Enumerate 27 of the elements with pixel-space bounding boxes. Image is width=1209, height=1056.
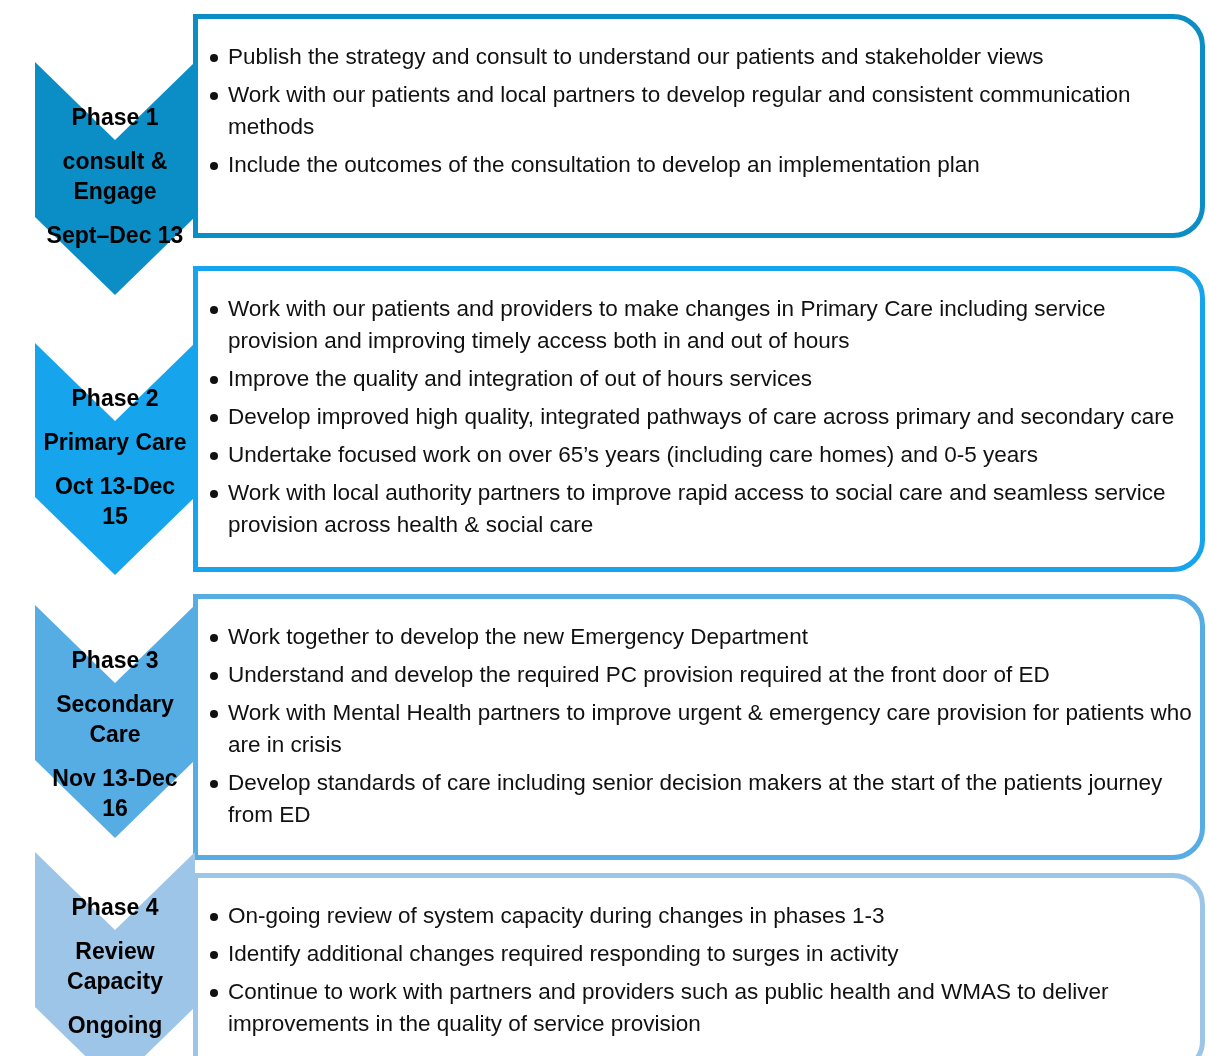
bullet-text: Work with our patients and providers to make changes in Primary Care including service provision and improving timely access both in and out of hours <box>210 293 1192 357</box>
content-box <box>193 14 1205 238</box>
bullet-text: On-going review of system capacity during changes in phases 1-3 <box>210 900 1192 932</box>
phase-label: Oct 13-Dec 15 <box>53 472 177 531</box>
phase-label: Secondary Care <box>55 690 175 749</box>
bullet-text: Include the outcomes of the consultation to develop an implementation plan <box>210 149 1192 181</box>
bullet-text: Understand and develop the required PC provision required at the front door of ED <box>210 659 1192 691</box>
content-box <box>193 266 1205 572</box>
phase-label: Ongoing <box>66 1011 164 1040</box>
phase-label: consult & Engage <box>61 147 169 206</box>
bullet-text: Improve the quality and integration of out of hours services <box>210 363 1192 395</box>
bullet-text: Work with our patients and local partners to develop regular and consistent communication methods <box>210 79 1192 143</box>
phase-label: Primary Care <box>42 428 188 457</box>
bullet-text: Undertake focused work on over 65’s years (including care homes) and 0-5 years <box>210 439 1192 471</box>
bullet-text: Continue to work with partners and providers such as public health and WMAS to deliver improvements in the quality of service provision <box>210 976 1192 1040</box>
phase-label: Review Capacity <box>66 937 164 996</box>
content-box <box>193 594 1205 860</box>
bullet-text: Work with local authority partners to improve rapid access to social care and seamless service provision across health & social care <box>210 477 1192 541</box>
bullet-text: Work together to develop the new Emergency Department <box>210 621 1192 653</box>
phase-label: Nov 13-Dec 16 <box>51 764 179 823</box>
bullet-text: Develop standards of care including senior decision makers at the start of the patients journey from ED <box>210 767 1192 831</box>
content-box <box>193 873 1205 1056</box>
bullet-text: Work with Mental Health partners to improve urgent & emergency care provision for patients who are in crisis <box>210 697 1192 761</box>
bullet-text: Identify additional changes required responding to surges in activity <box>210 938 1192 970</box>
phase-label: Phase 4 <box>70 893 160 922</box>
bullet-text: Publish the strategy and consult to understand our patients and stakeholder views <box>210 41 1192 73</box>
bullet-text: Develop improved high quality, integrated pathways of care across primary and secondary care <box>210 401 1192 433</box>
